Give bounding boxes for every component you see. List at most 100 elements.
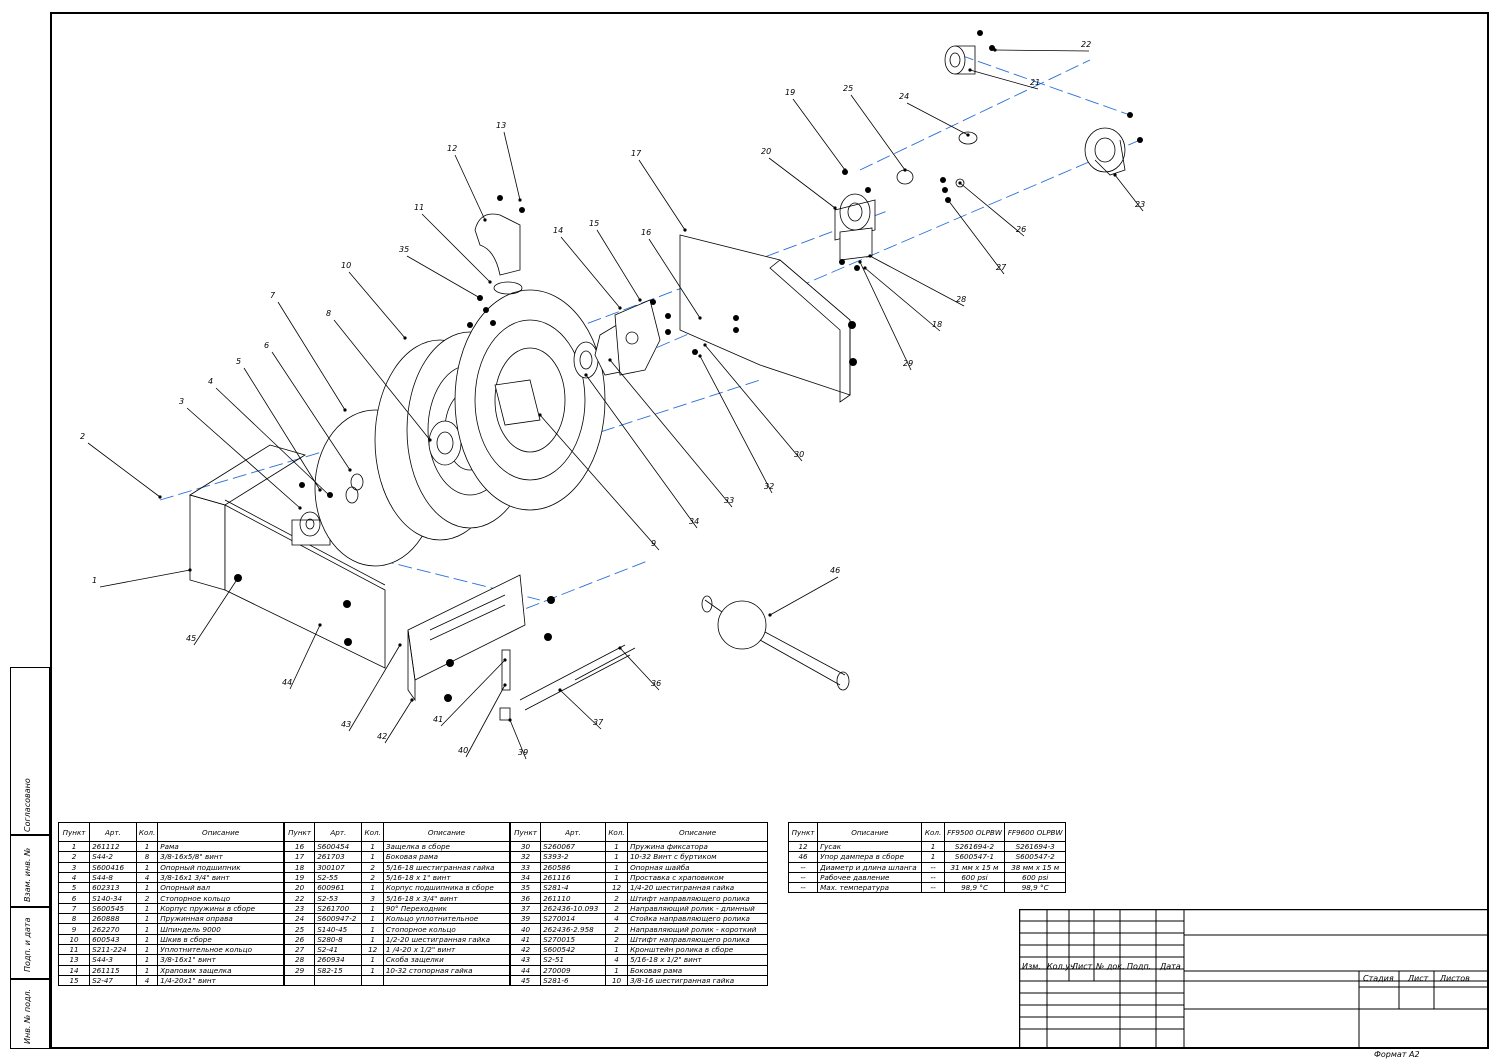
bom1-cell: 3/8-16x1 3/4" винт (157, 871, 284, 884)
bom1-cell: 1 (135, 943, 159, 956)
bom2-cell: Кольцо уплотнительное (382, 913, 511, 925)
spec-cell: Гусак (817, 840, 923, 853)
bom3-cell: 2 (604, 902, 629, 915)
bom1-cell: 9 (57, 923, 91, 935)
callout-46: 46 (768, 566, 840, 617)
callout-label: 13 (496, 121, 506, 130)
bom3-cell: S270015 (540, 933, 606, 945)
bom3-cell: Направляющий ролик - длинный (627, 902, 768, 915)
callout-label: 34 (689, 517, 699, 526)
callout-26: 26 (958, 181, 1026, 237)
title-col-list: Лист (1072, 962, 1093, 971)
bom2-cell: 1 /4-20 x 1/2" винт (382, 943, 511, 956)
bom2-cell: S600454 (314, 840, 363, 853)
leader-line (994, 49, 1090, 52)
leader-line (704, 344, 803, 462)
bom2-cell: 10-32 стопорная гайка (382, 964, 511, 976)
bom1-cell: 4 (57, 871, 91, 884)
bom3-cell: S2-51 (540, 954, 606, 966)
leader-arrow (584, 373, 588, 377)
bom1-cell: S600416 (89, 861, 137, 873)
bom2-cell: 2 (361, 861, 384, 873)
leader-arrow (538, 413, 542, 417)
leader-arrow (518, 198, 522, 202)
bom2-cell: S261700 (314, 902, 363, 915)
callout-label: 1 (92, 576, 97, 585)
bom1-cell: 1 (135, 954, 159, 966)
callout-label: 12 (447, 144, 457, 153)
callout-45: 45 (186, 576, 240, 646)
leader-arrow (968, 68, 972, 72)
bom2-cell: Корпус подшипника в сборе (382, 882, 511, 894)
bom1-header-3: Описание (157, 822, 284, 842)
bom3-cell: S281-4 (540, 882, 606, 894)
leader-line (333, 319, 431, 441)
leader-arrow (698, 354, 702, 358)
bom1-cell: 1/4-20x1" винт (157, 974, 284, 987)
callout-label: 21 (1030, 78, 1040, 87)
leader-line (454, 154, 486, 221)
leader-line (619, 647, 660, 691)
stamp-label-replaced: Взам. инв. № (23, 847, 32, 902)
bom3-cell: 33 (509, 861, 542, 873)
spec-header-1: Описание (817, 822, 923, 842)
leader-arrow (343, 408, 347, 412)
callout-32: 32 (698, 354, 774, 494)
leader-line (243, 367, 321, 491)
bom2-cell: S82-15 (314, 964, 363, 976)
callout-13: 13 (496, 121, 522, 202)
bom2-cell: 260934 (314, 954, 363, 966)
bom2-cell: 1 (361, 840, 384, 853)
leader-arrow (946, 198, 950, 202)
bom2-cell: 1 (361, 882, 384, 894)
bom1-cell: 10 (57, 933, 91, 945)
callout-label: 9 (651, 539, 656, 548)
side-stamp-column: Согласовано Взам. инв. № Подп. и дата Ин… (10, 667, 50, 1049)
leader-line (609, 359, 733, 508)
leader-arrow (488, 280, 492, 284)
bom2-cell: S600947-2 (314, 913, 363, 925)
leader-arrow (958, 181, 962, 185)
sheet-frame (50, 12, 1489, 1049)
spec-cell: 38 мм x 15 м (1004, 861, 1066, 873)
leader-arrow (158, 495, 162, 499)
callout-41: 41 (433, 658, 507, 727)
callout-29: 29 (858, 260, 913, 371)
bom3-cell: 1 (604, 861, 629, 873)
bom3-cell: 43 (509, 954, 542, 966)
title-col-kol: Кол.уч (1047, 962, 1075, 971)
spec-cell: Диаметр и длина шланга (817, 861, 923, 873)
callout-25: 25 (843, 84, 907, 172)
bom1-cell: 2 (57, 851, 91, 863)
leader-line (859, 261, 912, 371)
callout-10: 10 (341, 261, 407, 340)
bom1-cell: 3/8-16x5/8" винт (157, 851, 284, 863)
spec-cell: 98,9 °C (943, 882, 1006, 894)
spec-cell: S261694-3 (1004, 840, 1066, 853)
leader-line (277, 301, 346, 411)
bom2-cell: 1 (361, 933, 384, 945)
bom3-cell: 2 (604, 892, 629, 904)
callout-15: 15 (589, 219, 642, 302)
callout-label: 22 (1081, 40, 1091, 49)
bom3-cell: 5/16-18 x 1/2" винт (627, 954, 768, 966)
callout-label: 20 (761, 147, 771, 156)
bom1-cell: S211-224 (89, 943, 137, 956)
callout-label: 3 (179, 397, 184, 406)
leader-arrow (398, 643, 402, 647)
callout-40: 40 (458, 683, 507, 758)
callout-label: 10 (341, 261, 351, 270)
